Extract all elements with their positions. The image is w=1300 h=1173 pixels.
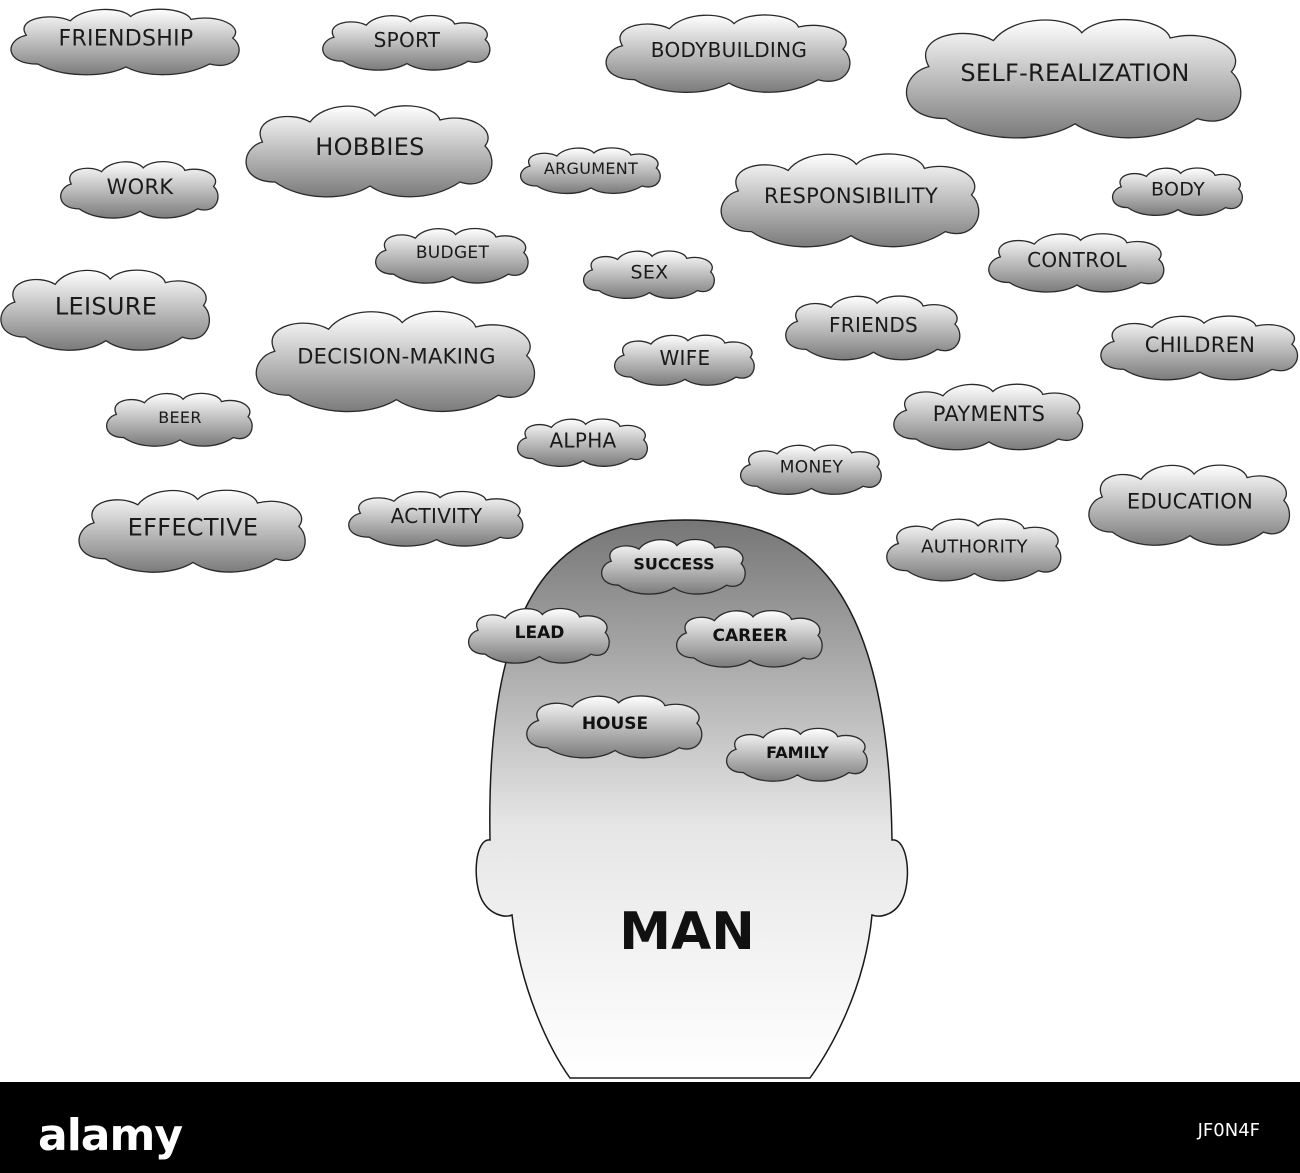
head-cloud-family: FAMILY bbox=[726, 727, 868, 782]
cloud-bodybuilding: BODYBUILDING bbox=[605, 14, 851, 93]
cloud-label: SPORT bbox=[374, 28, 441, 52]
cloud-label: BEER bbox=[158, 408, 202, 427]
cloud-label: MONEY bbox=[780, 457, 844, 477]
cloud-shape bbox=[893, 383, 1084, 451]
cloud-shape bbox=[1112, 167, 1243, 216]
cloud-leisure: LEISURE bbox=[0, 269, 210, 351]
cloud-shape bbox=[517, 418, 648, 467]
cloud-responsibility: RESPONSIBILITY bbox=[720, 153, 980, 248]
cloud-label: ARGUMENT bbox=[544, 159, 638, 178]
head-cloud-lead: LEAD bbox=[468, 607, 610, 664]
cloud-label: AUTHORITY bbox=[921, 536, 1028, 557]
cloud-effective: EFFECTIVE bbox=[78, 489, 306, 573]
head-cloud-house: HOUSE bbox=[526, 695, 703, 759]
cloud-label: LEAD bbox=[515, 623, 565, 643]
cloud-shape bbox=[526, 695, 703, 759]
cloud-shape bbox=[0, 269, 210, 351]
cloud-shape bbox=[906, 18, 1242, 139]
head-silhouette bbox=[475, 519, 909, 1079]
cloud-label: ALPHA bbox=[549, 428, 616, 452]
cloud-label: HOUSE bbox=[582, 714, 648, 734]
cloud-argument: ARGUMENT bbox=[520, 147, 661, 195]
cloud-shape bbox=[468, 607, 610, 664]
cloud-self-realization: SELF-REALIZATION bbox=[906, 18, 1242, 139]
cloud-label: SUCCESS bbox=[633, 555, 714, 574]
cloud-activity: ACTIVITY bbox=[348, 490, 524, 547]
cloud-label: RESPONSIBILITY bbox=[764, 184, 938, 208]
cloud-payments: PAYMENTS bbox=[893, 383, 1084, 451]
cloud-shape bbox=[60, 161, 219, 219]
cloud-shape bbox=[245, 105, 493, 198]
cloud-shape bbox=[726, 727, 868, 782]
cloud-budget: BUDGET bbox=[375, 227, 529, 284]
cloud-label: CAREER bbox=[712, 626, 787, 646]
cloud-shape bbox=[10, 8, 240, 76]
cloud-label: WORK bbox=[107, 175, 175, 199]
cloud-shape bbox=[614, 334, 755, 386]
head-label: MAN bbox=[619, 902, 755, 962]
cloud-friends: FRIENDS bbox=[785, 295, 961, 361]
cloud-decision-making: DECISION-MAKING bbox=[255, 310, 536, 413]
cloud-shape bbox=[322, 14, 491, 71]
cloud-label: ACTIVITY bbox=[391, 504, 483, 528]
cloud-shape bbox=[720, 153, 980, 248]
cloud-alpha: ALPHA bbox=[517, 418, 648, 467]
footer-logo: alamy bbox=[38, 1110, 183, 1161]
cloud-label: LEISURE bbox=[55, 292, 157, 320]
cloud-label: BODY bbox=[1151, 178, 1205, 200]
cloud-shape bbox=[520, 147, 661, 195]
cloud-money: MONEY bbox=[740, 444, 882, 495]
cloud-shape bbox=[375, 227, 529, 284]
cloud-label: EFFECTIVE bbox=[128, 513, 259, 541]
cloud-control: CONTROL bbox=[988, 233, 1165, 293]
cloud-label: SEX bbox=[631, 261, 669, 283]
cloud-shape bbox=[601, 538, 746, 595]
cloud-education: EDUCATION bbox=[1088, 464, 1291, 546]
cloud-shape bbox=[886, 518, 1062, 582]
cloud-label: FAMILY bbox=[766, 743, 829, 762]
cloud-label: EDUCATION bbox=[1127, 489, 1253, 513]
cloud-label: WIFE bbox=[659, 346, 710, 370]
cloud-shape bbox=[740, 444, 882, 495]
cloud-shape bbox=[605, 14, 851, 93]
cloud-shape bbox=[988, 233, 1165, 293]
cloud-body: BODY bbox=[1112, 167, 1243, 216]
cloud-label: DECISION-MAKING bbox=[297, 345, 496, 369]
cloud-shape bbox=[1088, 464, 1291, 546]
cloud-label: SELF-REALIZATION bbox=[960, 59, 1189, 87]
cloud-label: CHILDREN bbox=[1145, 333, 1256, 357]
cloud-shape bbox=[255, 310, 536, 413]
cloud-shape bbox=[676, 610, 823, 668]
cloud-children: CHILDREN bbox=[1100, 315, 1299, 381]
cloud-shape bbox=[1100, 315, 1299, 381]
cloud-shape bbox=[348, 490, 524, 547]
cloud-shape bbox=[583, 250, 715, 299]
head-cloud-success: SUCCESS bbox=[601, 538, 746, 595]
cloud-work: WORK bbox=[60, 161, 219, 219]
cloud-beer: BEER bbox=[106, 392, 253, 447]
cloud-label: BUDGET bbox=[416, 243, 490, 263]
cloud-authority: AUTHORITY bbox=[886, 518, 1062, 582]
cloud-label: FRIENDS bbox=[829, 313, 918, 337]
cloud-shape bbox=[785, 295, 961, 361]
man-head-word-cloud: FRIENDSHIP SPORT BODYBUILDING SELF-REALIZAT… bbox=[0, 8, 1299, 1079]
cloud-shape bbox=[78, 489, 306, 573]
cloud-label: PAYMENTS bbox=[933, 402, 1046, 426]
cloud-shape bbox=[106, 392, 253, 447]
head-cloud-career: CAREER bbox=[676, 610, 823, 668]
footer-bar: alamy JF0N4F bbox=[0, 1082, 1300, 1173]
cloud-label: FRIENDSHIP bbox=[59, 26, 194, 51]
cloud-wife: WIFE bbox=[614, 334, 755, 386]
cloud-sex: SEX bbox=[583, 250, 715, 299]
cloud-label: CONTROL bbox=[1027, 248, 1127, 272]
cloud-label: HOBBIES bbox=[315, 133, 424, 161]
cloud-sport: SPORT bbox=[322, 14, 491, 71]
cloud-label: BODYBUILDING bbox=[651, 38, 807, 62]
head bbox=[475, 519, 909, 1079]
footer-image-id: JF0N4F bbox=[1197, 1120, 1260, 1141]
cloud-friendship: FRIENDSHIP bbox=[10, 8, 240, 76]
cloud-hobbies: HOBBIES bbox=[245, 105, 493, 198]
